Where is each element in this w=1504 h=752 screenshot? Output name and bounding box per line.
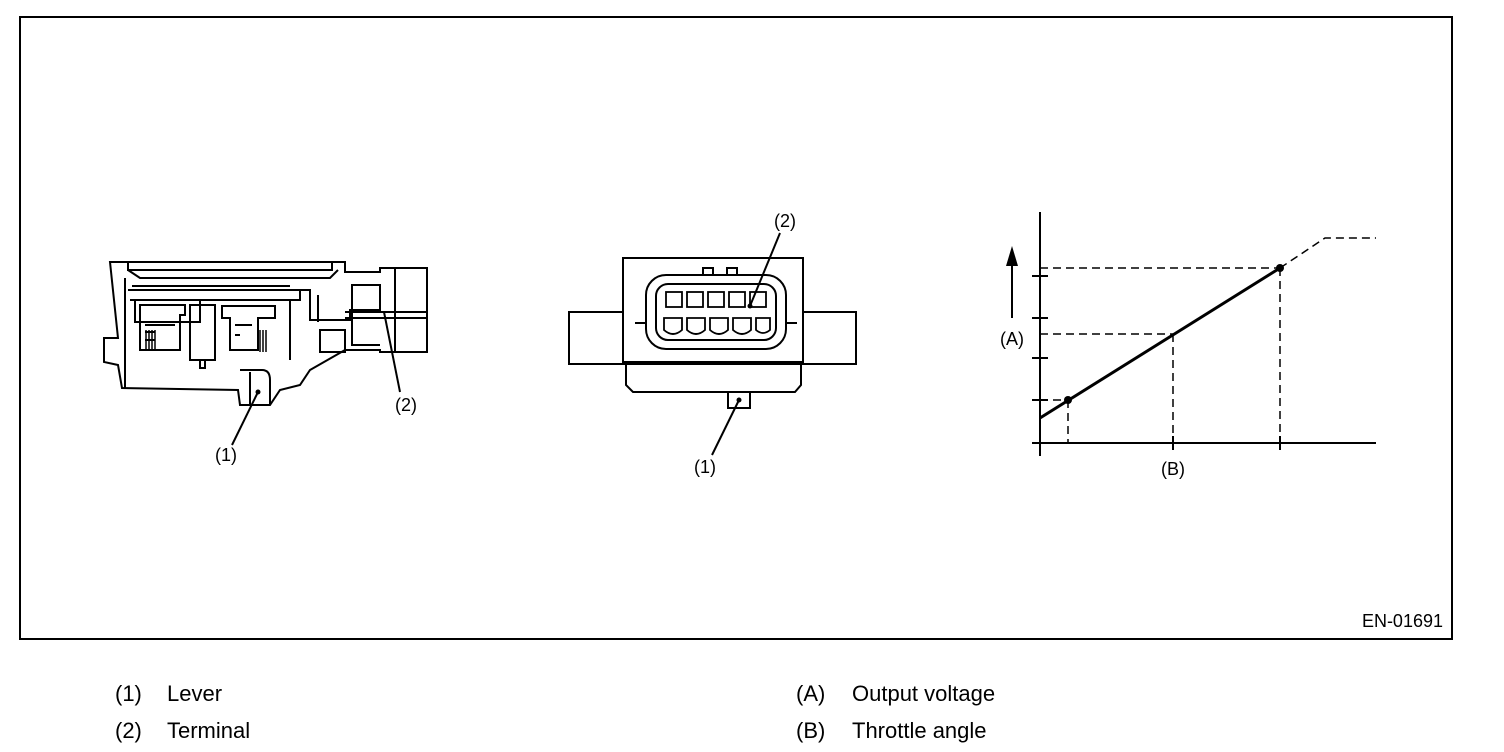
legend-label: Lever [167, 681, 223, 706]
connector-terminal-cavities [663, 291, 771, 335]
callout-lever-front: (1) [694, 457, 716, 477]
sensor-section-view [103, 261, 428, 446]
front-lever-tab [727, 392, 751, 409]
connector-latch-tabs [635, 267, 797, 324]
legend-item-throttle-angle: (B) Throttle angle [796, 718, 987, 744]
section-connector [289, 284, 381, 360]
leader-lever-front [711, 399, 740, 456]
graph-characteristic-line [1039, 266, 1281, 420]
section-gear-teeth-right [259, 330, 267, 352]
legend-item-output-voltage: (A) Output voltage [796, 681, 995, 707]
section-lever [240, 369, 271, 405]
graph-y-axis-label: (A) [1000, 329, 1024, 349]
figure-frame: EN-01691 [19, 16, 1453, 640]
legend-key: (A) [796, 681, 826, 706]
legend-label: Throttle angle [852, 718, 987, 743]
leader-terminal-section [383, 311, 401, 393]
callout-terminal-section: (2) [395, 395, 417, 415]
section-top-cap [127, 262, 339, 279]
callout-lever-section: (1) [215, 445, 237, 465]
graph-point-low [1064, 396, 1072, 404]
section-inner-plates [124, 278, 301, 388]
graph-point-high [1276, 264, 1284, 272]
leader-lever-section [231, 391, 259, 446]
callout-terminal-front: (2) [774, 211, 796, 231]
graph-guide-lines [1040, 237, 1376, 443]
legend-key: (1) [115, 681, 142, 706]
section-gear-left [139, 304, 186, 351]
section-gear-right [221, 305, 276, 351]
legend-key: (2) [115, 718, 142, 743]
connector-shroud-outer [645, 274, 787, 350]
graph-x-axis-label: (B) [1161, 459, 1185, 479]
legend-item-lever: (1) Lever [115, 681, 222, 707]
legend-label: Terminal [167, 718, 251, 743]
section-shaft [189, 299, 216, 369]
section-gear-teeth-left [145, 330, 156, 350]
front-lower-skirt [625, 362, 802, 393]
arrow-up-icon [1006, 246, 1018, 266]
legend-key: (B) [796, 718, 826, 743]
connector-shroud-inner [655, 283, 777, 341]
legend-label: Output voltage [852, 681, 996, 706]
output-graph [1006, 212, 1376, 456]
figure-id: EN-01691 [1361, 611, 1443, 631]
section-housing-outline [103, 261, 428, 406]
leader-dot-lever-section [255, 389, 261, 395]
sensor-front-view [568, 232, 857, 456]
legend-item-terminal: (2) Terminal [115, 718, 250, 744]
leader-terminal-front [749, 232, 781, 307]
